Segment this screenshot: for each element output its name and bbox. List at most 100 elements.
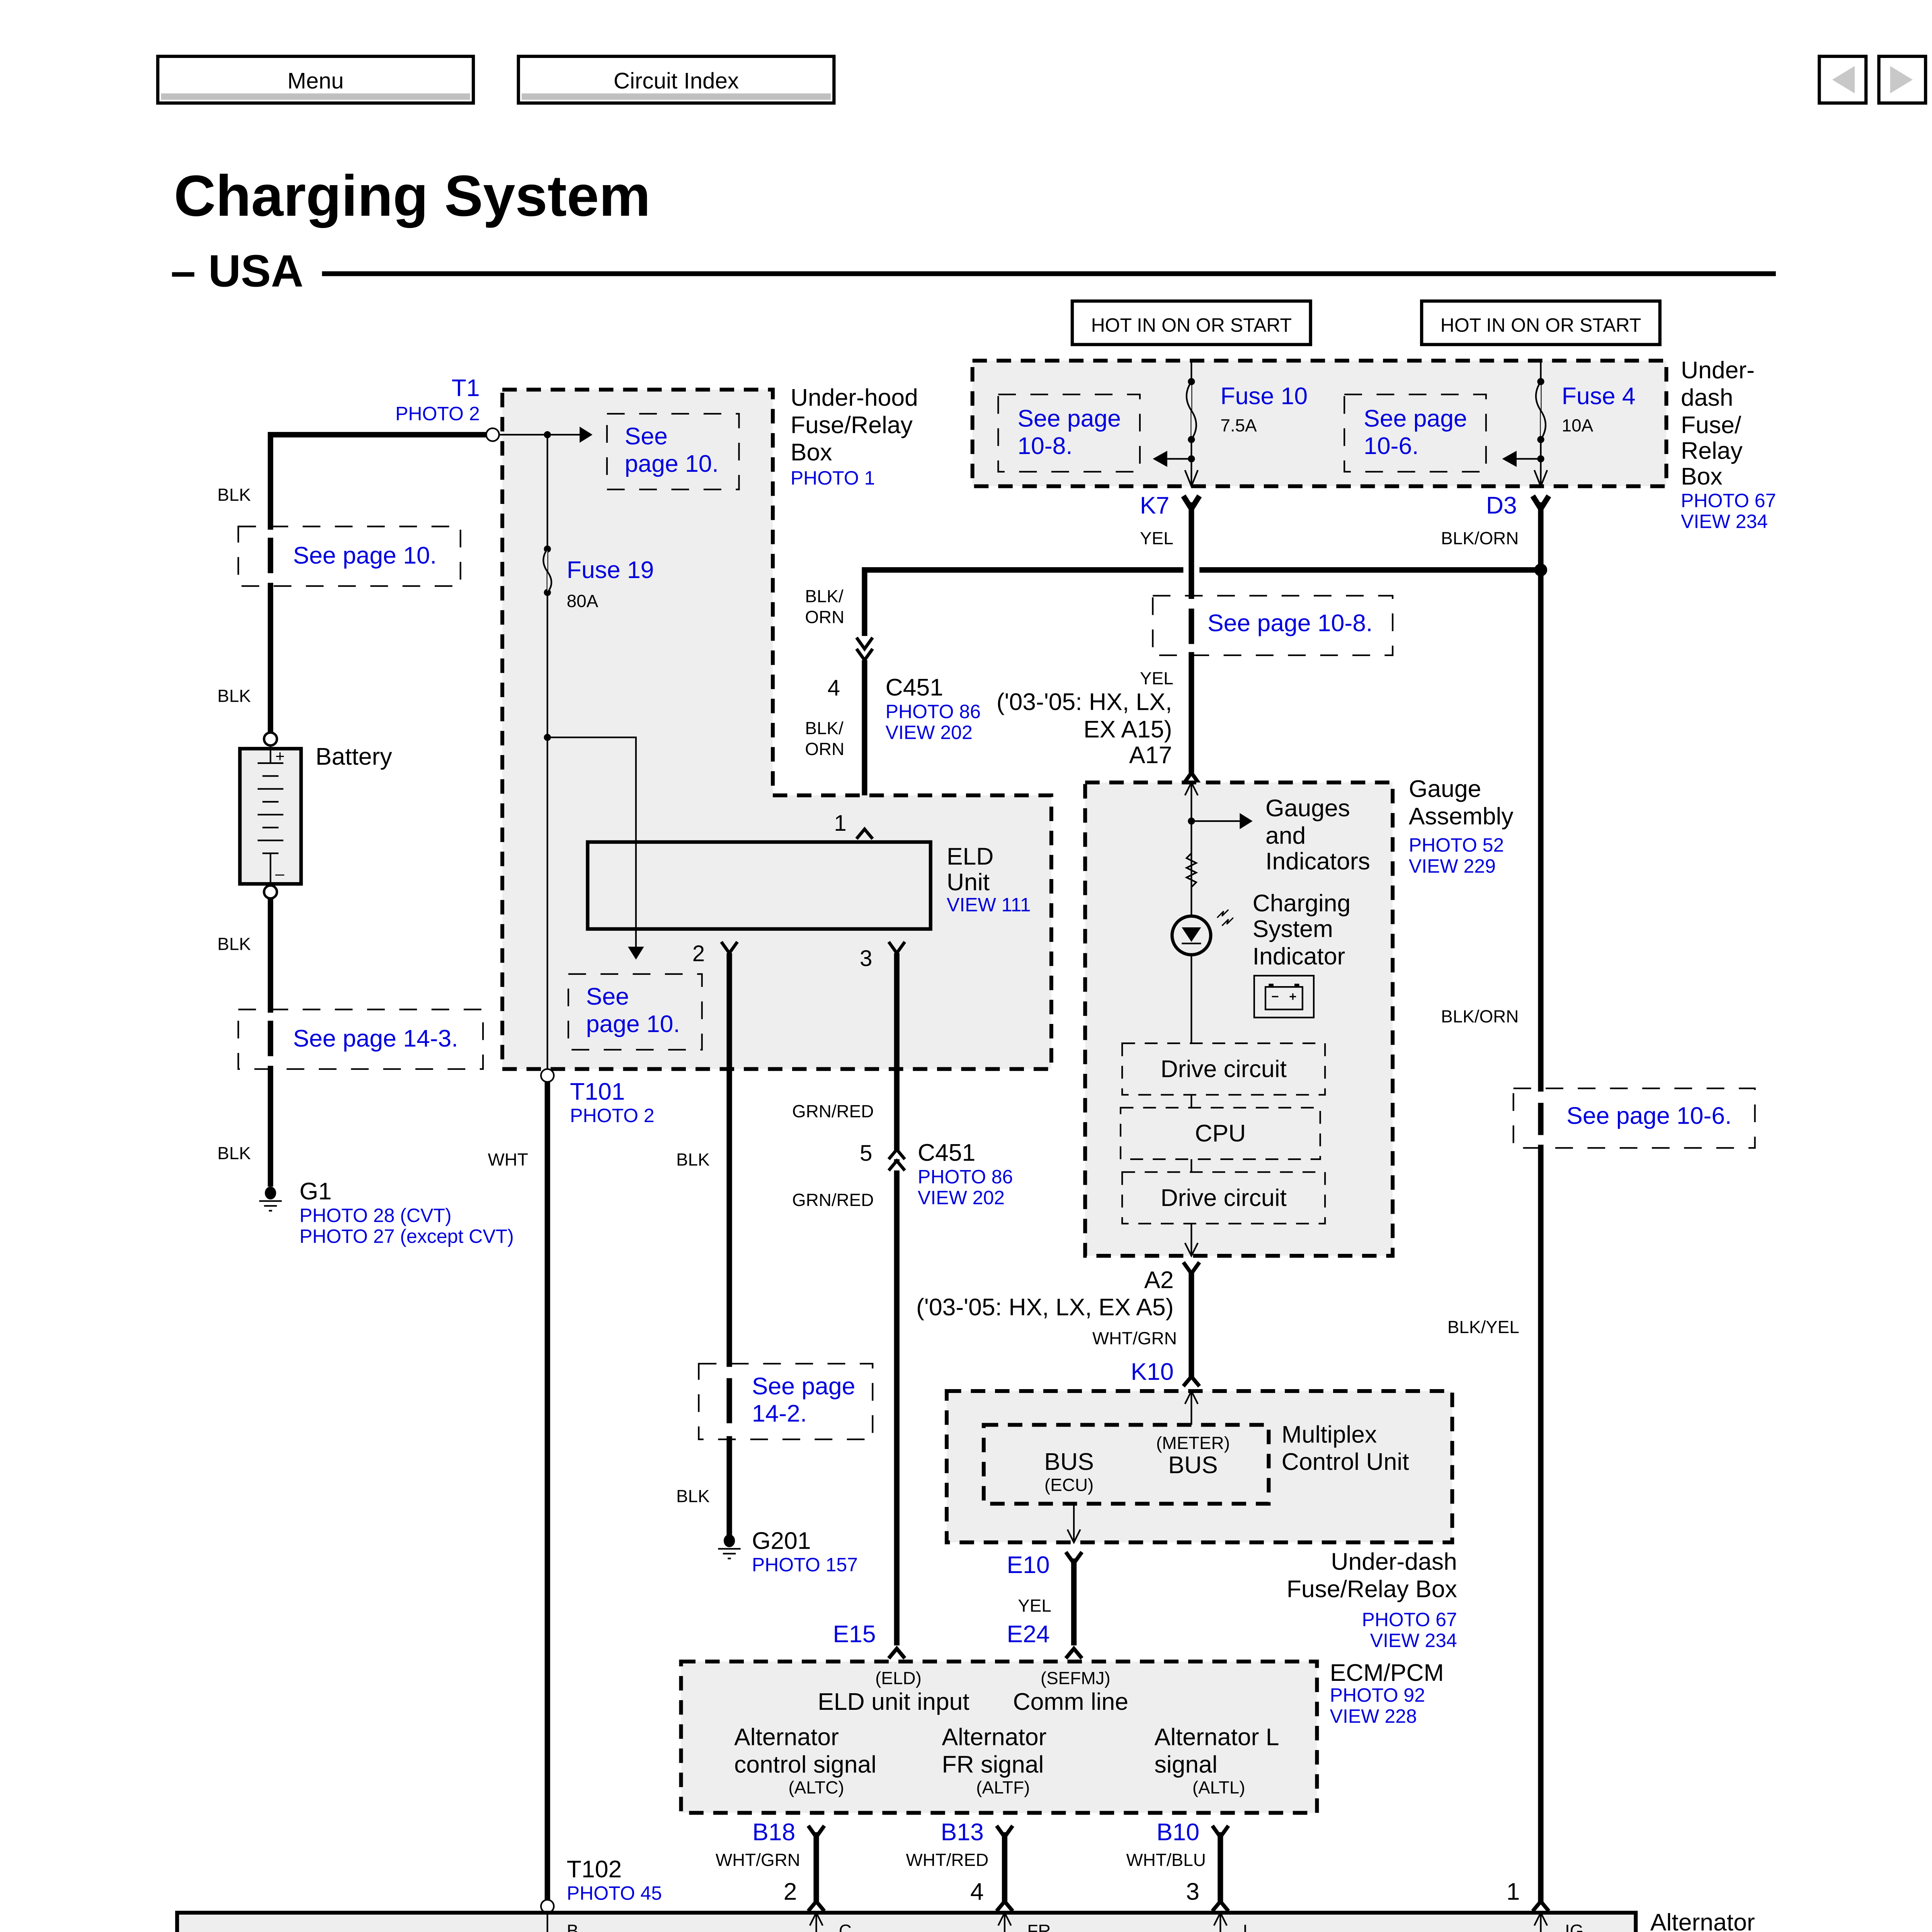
diagram-label: BUS <box>1044 1448 1094 1475</box>
underdash-box-photo[interactable]: PHOTO 67 <box>1681 490 1776 512</box>
ground-g1-label: G1 <box>299 1178 332 1205</box>
battery-symbol: + – <box>238 745 303 886</box>
alternator <box>175 1911 1638 1932</box>
c451-photo[interactable]: PHOTO 86 <box>886 701 981 722</box>
ecm-pcm <box>679 1660 1319 1815</box>
ecm-photo[interactable]: PHOTO 92 <box>1330 1684 1425 1706</box>
ref-underhood-top-1[interactable]: See <box>625 423 668 450</box>
diagram-label: 1 <box>1507 1878 1520 1905</box>
ground-g1-photo-b[interactable]: PHOTO 27 (except CVT) <box>299 1226 514 1247</box>
ref-see-page-14-3[interactable]: See page 14-3. <box>293 1025 458 1052</box>
ref-14-2-line1[interactable]: See page <box>752 1372 855 1400</box>
ecm-eld-input: ELD unit input <box>818 1688 969 1715</box>
diagram-label: BLK <box>218 686 251 706</box>
triangle-right-icon <box>1890 66 1913 94</box>
circuit-index-button-label: Circuit Index <box>614 68 739 94</box>
terminal-t101-photo[interactable]: PHOTO 2 <box>570 1105 655 1126</box>
terminal-t1-label: T1 <box>452 374 480 401</box>
diagram-label: Alternator L <box>1155 1724 1279 1751</box>
diagram-label: WHT/GRN <box>716 1850 800 1870</box>
junction-dot <box>1188 436 1195 443</box>
c451-photo-2[interactable]: PHOTO 86 <box>918 1166 1013 1188</box>
terminal-t1 <box>485 427 500 442</box>
gauge-view[interactable]: VIEW 229 <box>1409 855 1496 877</box>
diagram-label: (ALTF) <box>976 1778 1030 1798</box>
c451-view[interactable]: VIEW 202 <box>886 721 973 743</box>
underhood-box-name-1: Under-hood <box>791 384 918 411</box>
ref-10-8-line1[interactable]: See page <box>1017 405 1121 432</box>
wire-path <box>862 567 1184 636</box>
diagram-label: C <box>839 1921 852 1932</box>
terminal-t1-photo[interactable]: PHOTO 2 <box>395 403 480 425</box>
pin-e24: E24 <box>1007 1621 1049 1648</box>
diagram-box <box>522 93 831 100</box>
ref-10-8-line2[interactable]: 10-8. <box>1017 432 1072 459</box>
prev-page-button[interactable] <box>1818 54 1868 105</box>
diagram-box <box>567 973 703 1051</box>
ground-g201-photo[interactable]: PHOTO 157 <box>752 1554 858 1576</box>
wire-path <box>1533 1911 1548 1926</box>
ref-see-page-10-6[interactable]: See page 10-6. <box>1566 1102 1731 1129</box>
fuse-4-label: Fuse 4 <box>1562 383 1636 410</box>
gauge-note-2: EX A15) <box>1083 716 1172 743</box>
wire-path <box>809 1911 824 1926</box>
junction-dot <box>1537 378 1544 385</box>
ref-underhood-bottom-2[interactable]: page 10. <box>586 1010 680 1037</box>
symbol-stroke <box>1182 769 1201 786</box>
hot-label-right: HOT IN ON OR START <box>1420 299 1662 346</box>
wire-label-blk-orn-top: BLK/ORN <box>1441 528 1519 548</box>
eld-view[interactable]: VIEW 111 <box>947 894 1031 915</box>
indicator-label-1: Charging <box>1253 889 1351 917</box>
menu-button-label: Menu <box>287 68 344 94</box>
ref-underhood-bottom-1[interactable]: See <box>586 983 629 1010</box>
c451-label: C451 <box>886 674 943 701</box>
underdash-box2-view[interactable]: VIEW 234 <box>1370 1630 1457 1651</box>
wire-path <box>1184 469 1199 488</box>
symbol-stroke <box>806 1898 826 1913</box>
gauge-name-1: Gauge <box>1409 776 1481 803</box>
diagram-label: L <box>1243 1921 1253 1932</box>
page-title: Charging System <box>174 163 651 228</box>
gauge-photo[interactable]: PHOTO 52 <box>1409 834 1504 856</box>
diagram-label: FR <box>1027 1921 1051 1932</box>
ref-14-2-line2[interactable]: 14-2. <box>752 1400 807 1427</box>
indicator-label-2: System <box>1253 915 1333 942</box>
ref-box-page-14-3 <box>237 1009 484 1070</box>
ref-see-page-10[interactable]: See page 10. <box>293 542 437 569</box>
diagram-label: 1 <box>834 811 846 836</box>
circuit-index-button[interactable]: Circuit Index <box>517 54 836 105</box>
underdash-box2-photo[interactable]: PHOTO 67 <box>1362 1609 1457 1630</box>
wire-wht-blu <box>1211 1825 1230 1913</box>
diagram-label: BLK/ <box>805 718 844 738</box>
underdash-box-view[interactable]: VIEW 234 <box>1681 511 1768 532</box>
wire-wht-red <box>995 1825 1014 1913</box>
ref-box-10-8-wire <box>1152 595 1394 656</box>
underhood-box-photo[interactable]: PHOTO 1 <box>791 467 875 489</box>
diagram-label: WHT/GRN <box>1092 1328 1177 1348</box>
ground-g1-photo-a[interactable]: PHOTO 28 (CVT) <box>299 1205 452 1226</box>
diagram-label: BLK <box>218 934 251 954</box>
diagram-label: (SEFMJ) <box>1041 1668 1111 1688</box>
diagram-label: GRN/RED <box>792 1190 874 1210</box>
diagram-label: FR signal <box>942 1751 1044 1778</box>
ecm-view[interactable]: VIEW 228 <box>1330 1705 1417 1727</box>
wire-path <box>1184 1389 1199 1405</box>
terminal-t102-photo[interactable]: PHOTO 45 <box>567 1883 662 1904</box>
next-page-button[interactable] <box>1877 54 1927 105</box>
menu-button[interactable]: Menu <box>156 54 475 105</box>
ref-underhood-top-2[interactable]: page 10. <box>625 450 719 477</box>
ref-10-6-line1[interactable]: See page <box>1364 405 1467 432</box>
diagram-label: Alternator <box>734 1724 839 1751</box>
diagram-label: BLK <box>676 1486 710 1506</box>
arrow-left-icon <box>1502 451 1517 467</box>
ref-see-page-10-8[interactable]: See page 10-8. <box>1208 609 1372 636</box>
pin-b18: B18 <box>752 1819 795 1846</box>
c451-view-2[interactable]: VIEW 202 <box>918 1187 1005 1209</box>
pin-k7: K7 <box>1140 492 1169 519</box>
diagram-label: WHT/BLU <box>1126 1850 1206 1870</box>
underdash-box-name-5: Box <box>1681 463 1723 490</box>
diagram-box <box>161 93 470 100</box>
arrow-icon <box>628 947 644 960</box>
ref-10-6-line2[interactable]: 10-6. <box>1364 432 1418 459</box>
